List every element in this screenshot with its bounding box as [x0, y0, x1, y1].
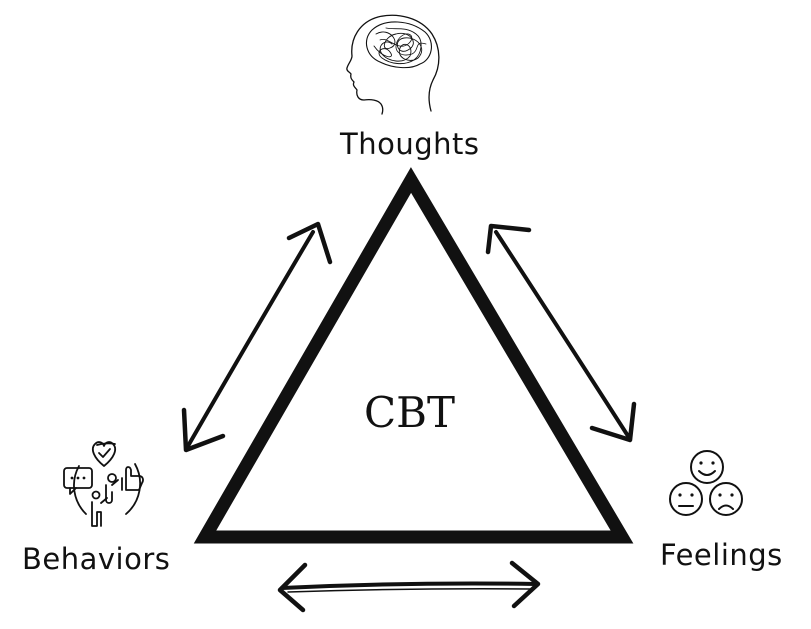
- thoughts-label: Thoughts: [340, 127, 480, 161]
- cbt-center-label: CBT: [364, 388, 456, 437]
- arrow-thoughts-behaviors: [181, 221, 333, 453]
- behavior-people-icon: [63, 441, 144, 527]
- emotion-faces-icon: [669, 450, 743, 516]
- brain-head-icon: [346, 14, 440, 115]
- behaviors-label: Behaviors: [22, 542, 171, 576]
- arrow-thoughts-feelings: [485, 223, 637, 443]
- cbt-triangle: [193, 167, 634, 544]
- arrow-behaviors-feelings: [277, 560, 541, 613]
- feelings-label: Feelings: [660, 538, 783, 572]
